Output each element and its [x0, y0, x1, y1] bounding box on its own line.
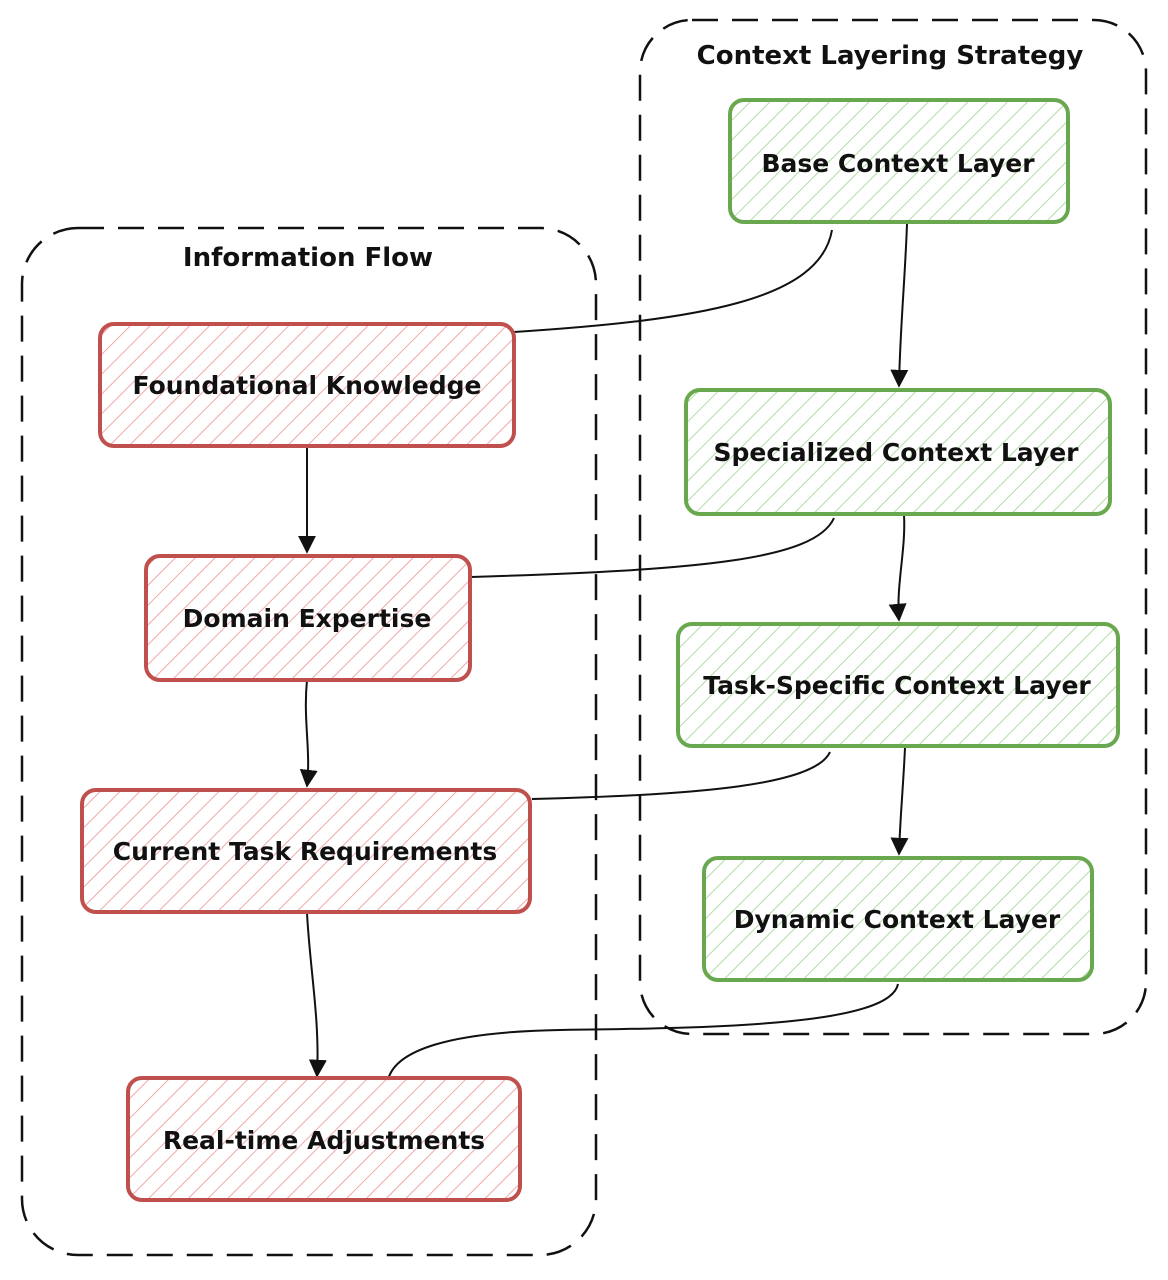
information-flow-border — [20, 226, 598, 1257]
cross-connectors — [387, 229, 899, 1081]
specialized-context-layer-label: Specialized Context Layer — [714, 438, 1080, 467]
node-dynamic-context-layer[interactable]: Dynamic Context Layer — [702, 856, 1094, 982]
node-specialized-context-layer[interactable]: Specialized Context Layer — [684, 388, 1112, 516]
arrow-domain-to-current — [299, 679, 318, 788]
context-layering-border — [638, 18, 1148, 1036]
real-time-adjustments-label: Real-time Adjustments — [163, 1126, 485, 1155]
information-flow-group: Information Flow — [20, 226, 598, 1257]
node-task-specific-context-layer[interactable]: Task-Specific Context Layer — [676, 622, 1120, 748]
base-context-layer-label: Base Context Layer — [761, 149, 1035, 178]
task-specific-context-layer-label: Task-Specific Context Layer — [703, 671, 1091, 700]
foundational-knowledge-label: Foundational Knowledge — [133, 371, 482, 400]
node-base-context-layer[interactable]: Base Context Layer — [728, 98, 1070, 224]
flow-arrows — [298, 223, 909, 1078]
node-current-task-requirements[interactable]: Current Task Requirements — [80, 788, 532, 914]
arrow-base-to-specialized — [890, 223, 909, 388]
connector-base-to-foundational — [513, 229, 833, 333]
connector-taskspecific-to-current — [531, 751, 831, 800]
context-layering-title: Context Layering Strategy — [697, 41, 1084, 71]
arrow-specialized-to-taskspecific — [888, 514, 907, 622]
connector-dynamic-to-realtime — [387, 983, 899, 1081]
arrow-current-to-realtime — [306, 912, 327, 1078]
node-foundational-knowledge[interactable]: Foundational Knowledge — [98, 322, 516, 448]
current-task-requirements-label: Current Task Requirements — [113, 837, 498, 866]
node-domain-expertise[interactable]: Domain Expertise — [144, 554, 472, 682]
domain-expertise-label: Domain Expertise — [183, 604, 432, 633]
information-flow-title: Information Flow — [183, 243, 433, 273]
connector-specialized-to-domain — [470, 517, 835, 578]
context-layering-group: Context Layering Strategy — [638, 18, 1148, 1036]
dynamic-context-layer-label: Dynamic Context Layer — [734, 905, 1061, 934]
arrow-taskspecific-to-dynamic — [890, 747, 909, 856]
node-real-time-adjustments[interactable]: Real-time Adjustments — [126, 1076, 522, 1202]
